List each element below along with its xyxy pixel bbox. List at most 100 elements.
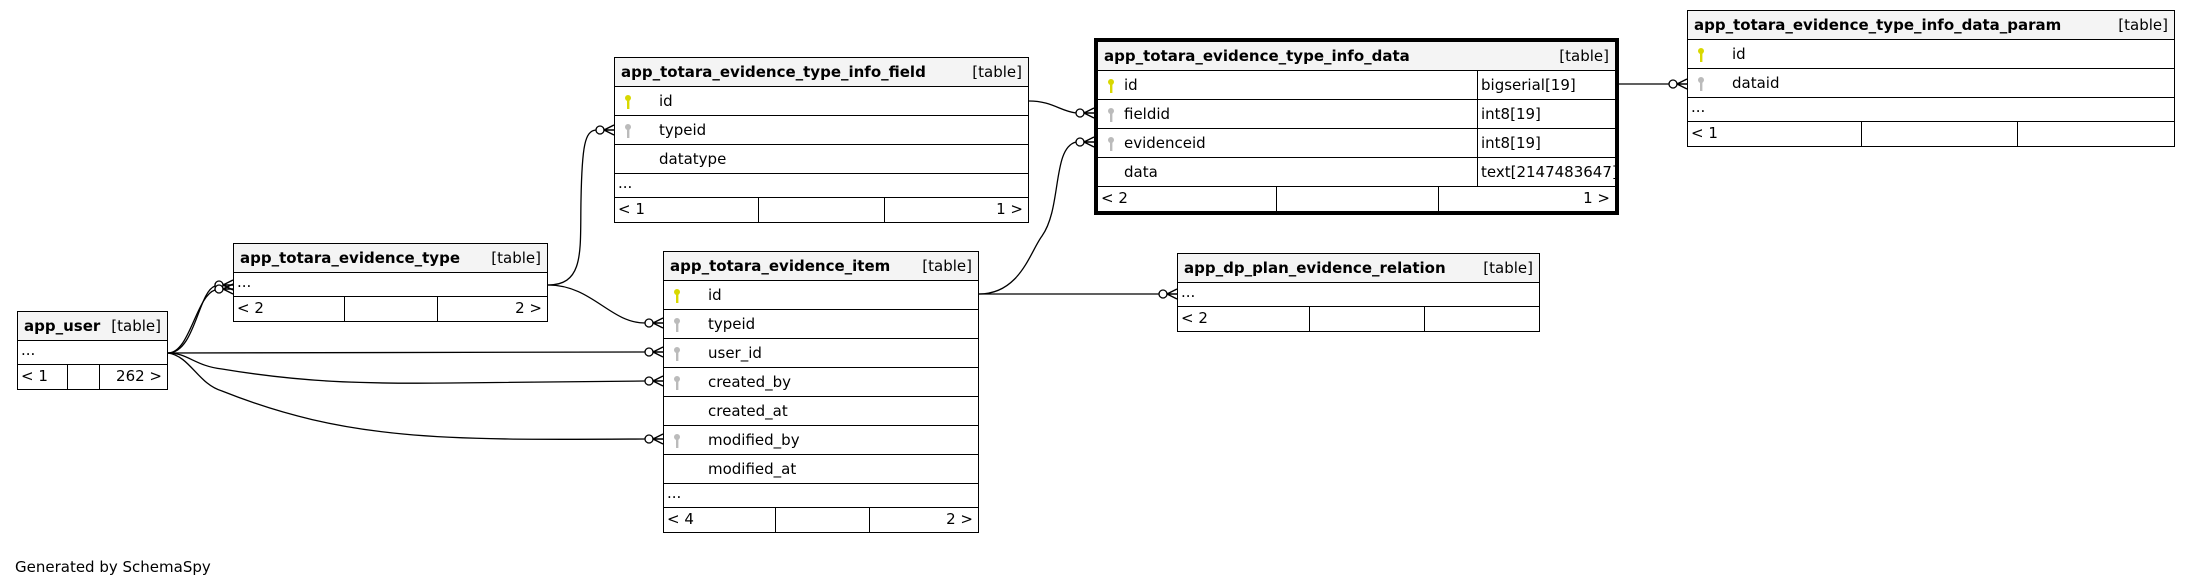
table-app-dp-plan-evidence-relation[interactable]: app_dp_plan_evidence_relation[table]... <… bbox=[1177, 253, 1540, 332]
table-header[interactable]: app_user[table] bbox=[18, 312, 167, 341]
column-type: int8[19] bbox=[1477, 129, 1615, 157]
column-name[interactable]: id bbox=[1124, 76, 1138, 94]
parents-count-link[interactable]: < 1 bbox=[618, 200, 645, 218]
column-row[interactable]: id bbox=[664, 281, 978, 310]
more-columns[interactable]: ... bbox=[1178, 283, 1539, 307]
parents-count-link[interactable]: < 1 bbox=[1691, 124, 1718, 142]
foreign-key-icon bbox=[672, 433, 682, 449]
table-footer: < 2 2 > bbox=[234, 297, 547, 321]
column-row[interactable]: data text[2147483647] bbox=[1098, 158, 1618, 187]
column-name[interactable]: modified_at bbox=[708, 460, 797, 478]
column-name[interactable]: fieldid bbox=[1124, 105, 1171, 123]
column-name[interactable]: typeid bbox=[708, 315, 756, 333]
table-app-totara-evidence-type-info-data[interactable]: app_totara_evidence_type_info_data[table… bbox=[1094, 38, 1619, 215]
children-count-link[interactable]: 2 > bbox=[946, 510, 973, 528]
table-name[interactable]: app_dp_plan_evidence_relation bbox=[1184, 259, 1446, 277]
table-header[interactable]: app_totara_evidence_item [table] bbox=[664, 252, 978, 281]
parents-count-link[interactable]: < 4 bbox=[667, 510, 694, 528]
column-row[interactable]: created_by bbox=[664, 368, 978, 397]
primary-key-icon bbox=[1106, 78, 1116, 94]
table-app-user[interactable]: app_user[table]... < 1 262 > bbox=[17, 311, 168, 390]
foreign-key-icon bbox=[623, 123, 633, 139]
footer-divider bbox=[774, 508, 776, 532]
column-row[interactable]: typeid bbox=[615, 116, 1028, 145]
column-name[interactable]: id bbox=[1732, 45, 1746, 63]
crows-foot-icon bbox=[652, 433, 664, 445]
table-app-totara-evidence-item[interactable]: app_totara_evidence_item [table] id typeid u… bbox=[663, 251, 979, 533]
more-columns[interactable]: ... bbox=[615, 174, 1028, 198]
crows-foot-icon bbox=[1166, 288, 1178, 300]
more-columns[interactable]: ... bbox=[234, 273, 547, 297]
table-name[interactable]: app_user bbox=[24, 317, 101, 335]
column-name[interactable]: data bbox=[1124, 163, 1158, 181]
table-footer: < 4 2 > bbox=[664, 508, 978, 532]
column-type: text[2147483647] bbox=[1477, 158, 1618, 186]
table-app-totara-evidence-type[interactable]: app_totara_evidence_type[table]... < 2 2 > bbox=[233, 243, 548, 322]
column-name[interactable]: evidenceid bbox=[1124, 134, 1206, 152]
children-count-link[interactable]: 262 > bbox=[116, 367, 162, 385]
primary-key-icon bbox=[623, 94, 633, 110]
table-header[interactable]: app_totara_evidence_type_info_field [tabl… bbox=[615, 58, 1028, 87]
column-row[interactable]: modified_at bbox=[664, 455, 978, 484]
more-columns[interactable]: ... bbox=[664, 484, 978, 508]
table-header[interactable]: app_totara_evidence_type_info_data_param… bbox=[1688, 11, 2174, 40]
footer-divider bbox=[868, 508, 870, 532]
column-row[interactable]: created_at bbox=[664, 397, 978, 426]
column-name[interactable]: id bbox=[659, 92, 673, 110]
column-row[interactable]: typeid bbox=[664, 310, 978, 339]
column-row[interactable]: dataid bbox=[1688, 69, 2174, 98]
table-name[interactable]: app_totara_evidence_type_info_data_param bbox=[1694, 16, 2062, 34]
parents-count-link[interactable]: < 2 bbox=[237, 299, 264, 317]
column-name[interactable]: typeid bbox=[659, 121, 707, 139]
relationship-line bbox=[167, 352, 646, 440]
parents-count-link[interactable]: < 2 bbox=[1101, 189, 1128, 207]
footer-divider bbox=[757, 198, 759, 222]
foreign-key-icon bbox=[672, 317, 682, 333]
table-app-totara-evidence-type-info-data-param[interactable]: app_totara_evidence_type_info_data_param… bbox=[1687, 10, 2175, 147]
column-name[interactable]: created_by bbox=[708, 373, 792, 391]
table-name[interactable]: app_totara_evidence_type_info_field bbox=[621, 63, 926, 81]
foreign-key-icon bbox=[672, 346, 682, 362]
column-row[interactable]: id bbox=[1688, 40, 2174, 69]
column-row[interactable]: fieldid int8[19] bbox=[1098, 100, 1615, 129]
relationship-line bbox=[167, 289, 216, 354]
column-row[interactable]: user_id bbox=[664, 339, 978, 368]
column-row[interactable]: id bbox=[615, 87, 1028, 116]
footer-divider bbox=[436, 297, 438, 321]
more-columns[interactable]: ... bbox=[1688, 98, 2174, 122]
table-name[interactable]: app_totara_evidence_item bbox=[670, 257, 891, 275]
column-name[interactable]: datatype bbox=[659, 150, 727, 168]
generated-by-label: Generated by SchemaSpy bbox=[15, 558, 211, 576]
column-type: int8[19] bbox=[1477, 100, 1615, 128]
table-type-label: [table] bbox=[922, 257, 972, 275]
column-row[interactable]: datatype bbox=[615, 145, 1028, 174]
column-name[interactable]: user_id bbox=[708, 344, 762, 362]
column-row[interactable]: modified_by bbox=[664, 426, 978, 455]
column-name[interactable]: id bbox=[708, 286, 722, 304]
children-count-link[interactable]: 1 > bbox=[996, 200, 1023, 218]
children-count-link[interactable]: 2 > bbox=[515, 299, 542, 317]
column-name[interactable]: created_at bbox=[708, 402, 788, 420]
column-name[interactable]: dataid bbox=[1732, 74, 1780, 92]
relationship-line bbox=[978, 141, 1077, 295]
footer-divider bbox=[2016, 122, 2018, 146]
table-header[interactable]: app_totara_evidence_type_info_data[table… bbox=[1098, 42, 1615, 71]
parents-count-link[interactable]: < 1 bbox=[21, 367, 48, 385]
parents-count-link[interactable]: < 2 bbox=[1181, 309, 1208, 327]
table-app-totara-evidence-type-info-field[interactable]: app_totara_evidence_type_info_field [tabl… bbox=[614, 57, 1029, 223]
footer-divider bbox=[1276, 187, 1277, 211]
children-count-link[interactable]: 1 > bbox=[1583, 189, 1610, 207]
table-header[interactable]: app_totara_evidence_type[table] bbox=[234, 244, 547, 273]
column-name[interactable]: modified_by bbox=[708, 431, 800, 449]
table-header[interactable]: app_dp_plan_evidence_relation[table] bbox=[1178, 254, 1539, 283]
footer-divider bbox=[1438, 187, 1439, 211]
more-columns[interactable]: ... bbox=[18, 341, 167, 365]
column-row[interactable]: evidenceid int8[19] bbox=[1098, 129, 1615, 158]
table-name[interactable]: app_totara_evidence_type_info_data bbox=[1104, 47, 1410, 65]
foreign-key-icon bbox=[672, 375, 682, 391]
table-name[interactable]: app_totara_evidence_type bbox=[240, 249, 460, 267]
optional-circle-icon bbox=[1668, 79, 1678, 89]
table-type-label: [table] bbox=[972, 63, 1022, 81]
foreign-key-icon bbox=[1106, 107, 1116, 123]
